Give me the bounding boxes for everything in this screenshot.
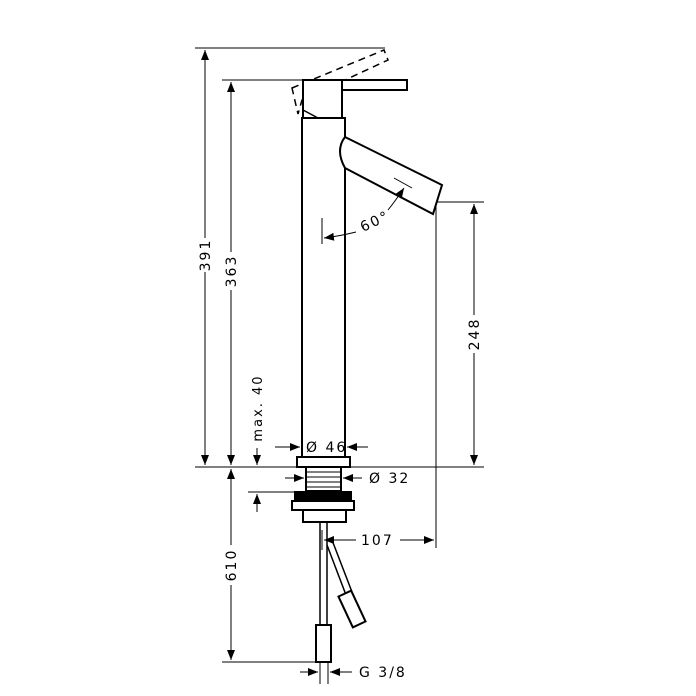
dimension-363: 363 [224, 82, 240, 465]
dimension-248: 248 [467, 204, 483, 465]
label-248: 248 [467, 318, 483, 351]
body [301, 117, 346, 458]
dimension-610: 610 [224, 469, 240, 660]
hose-2 [326, 539, 353, 596]
label-dia-46: Ø 46 [306, 440, 347, 456]
lever [341, 79, 408, 91]
dimension-46: Ø 46 [275, 440, 368, 456]
hose-fitting-1 [315, 624, 332, 663]
label-dia-32: Ø 32 [369, 471, 410, 487]
fixing-nut [294, 491, 352, 501]
label-60-deg: 60° [358, 208, 393, 236]
label-391: 391 [198, 239, 214, 272]
base-plate [296, 456, 351, 468]
spout [339, 135, 444, 216]
dimension-g38: G 3/8 [300, 665, 407, 681]
label-610: 610 [224, 549, 240, 582]
label-g-3-8: G 3/8 [359, 665, 407, 681]
dimension-32: Ø 32 [285, 471, 410, 487]
faucet [291, 49, 444, 663]
label-107: 107 [361, 533, 394, 549]
lower-fitting [302, 509, 347, 523]
hose-fitting-2 [337, 589, 367, 629]
dimension-107: 107 [324, 533, 434, 549]
dimension-391: 391 [198, 50, 214, 465]
dimension-max40: max. 40 [251, 374, 266, 512]
label-363: 363 [224, 255, 240, 288]
handle-block [302, 79, 343, 119]
label-max-40: max. 40 [251, 374, 266, 441]
